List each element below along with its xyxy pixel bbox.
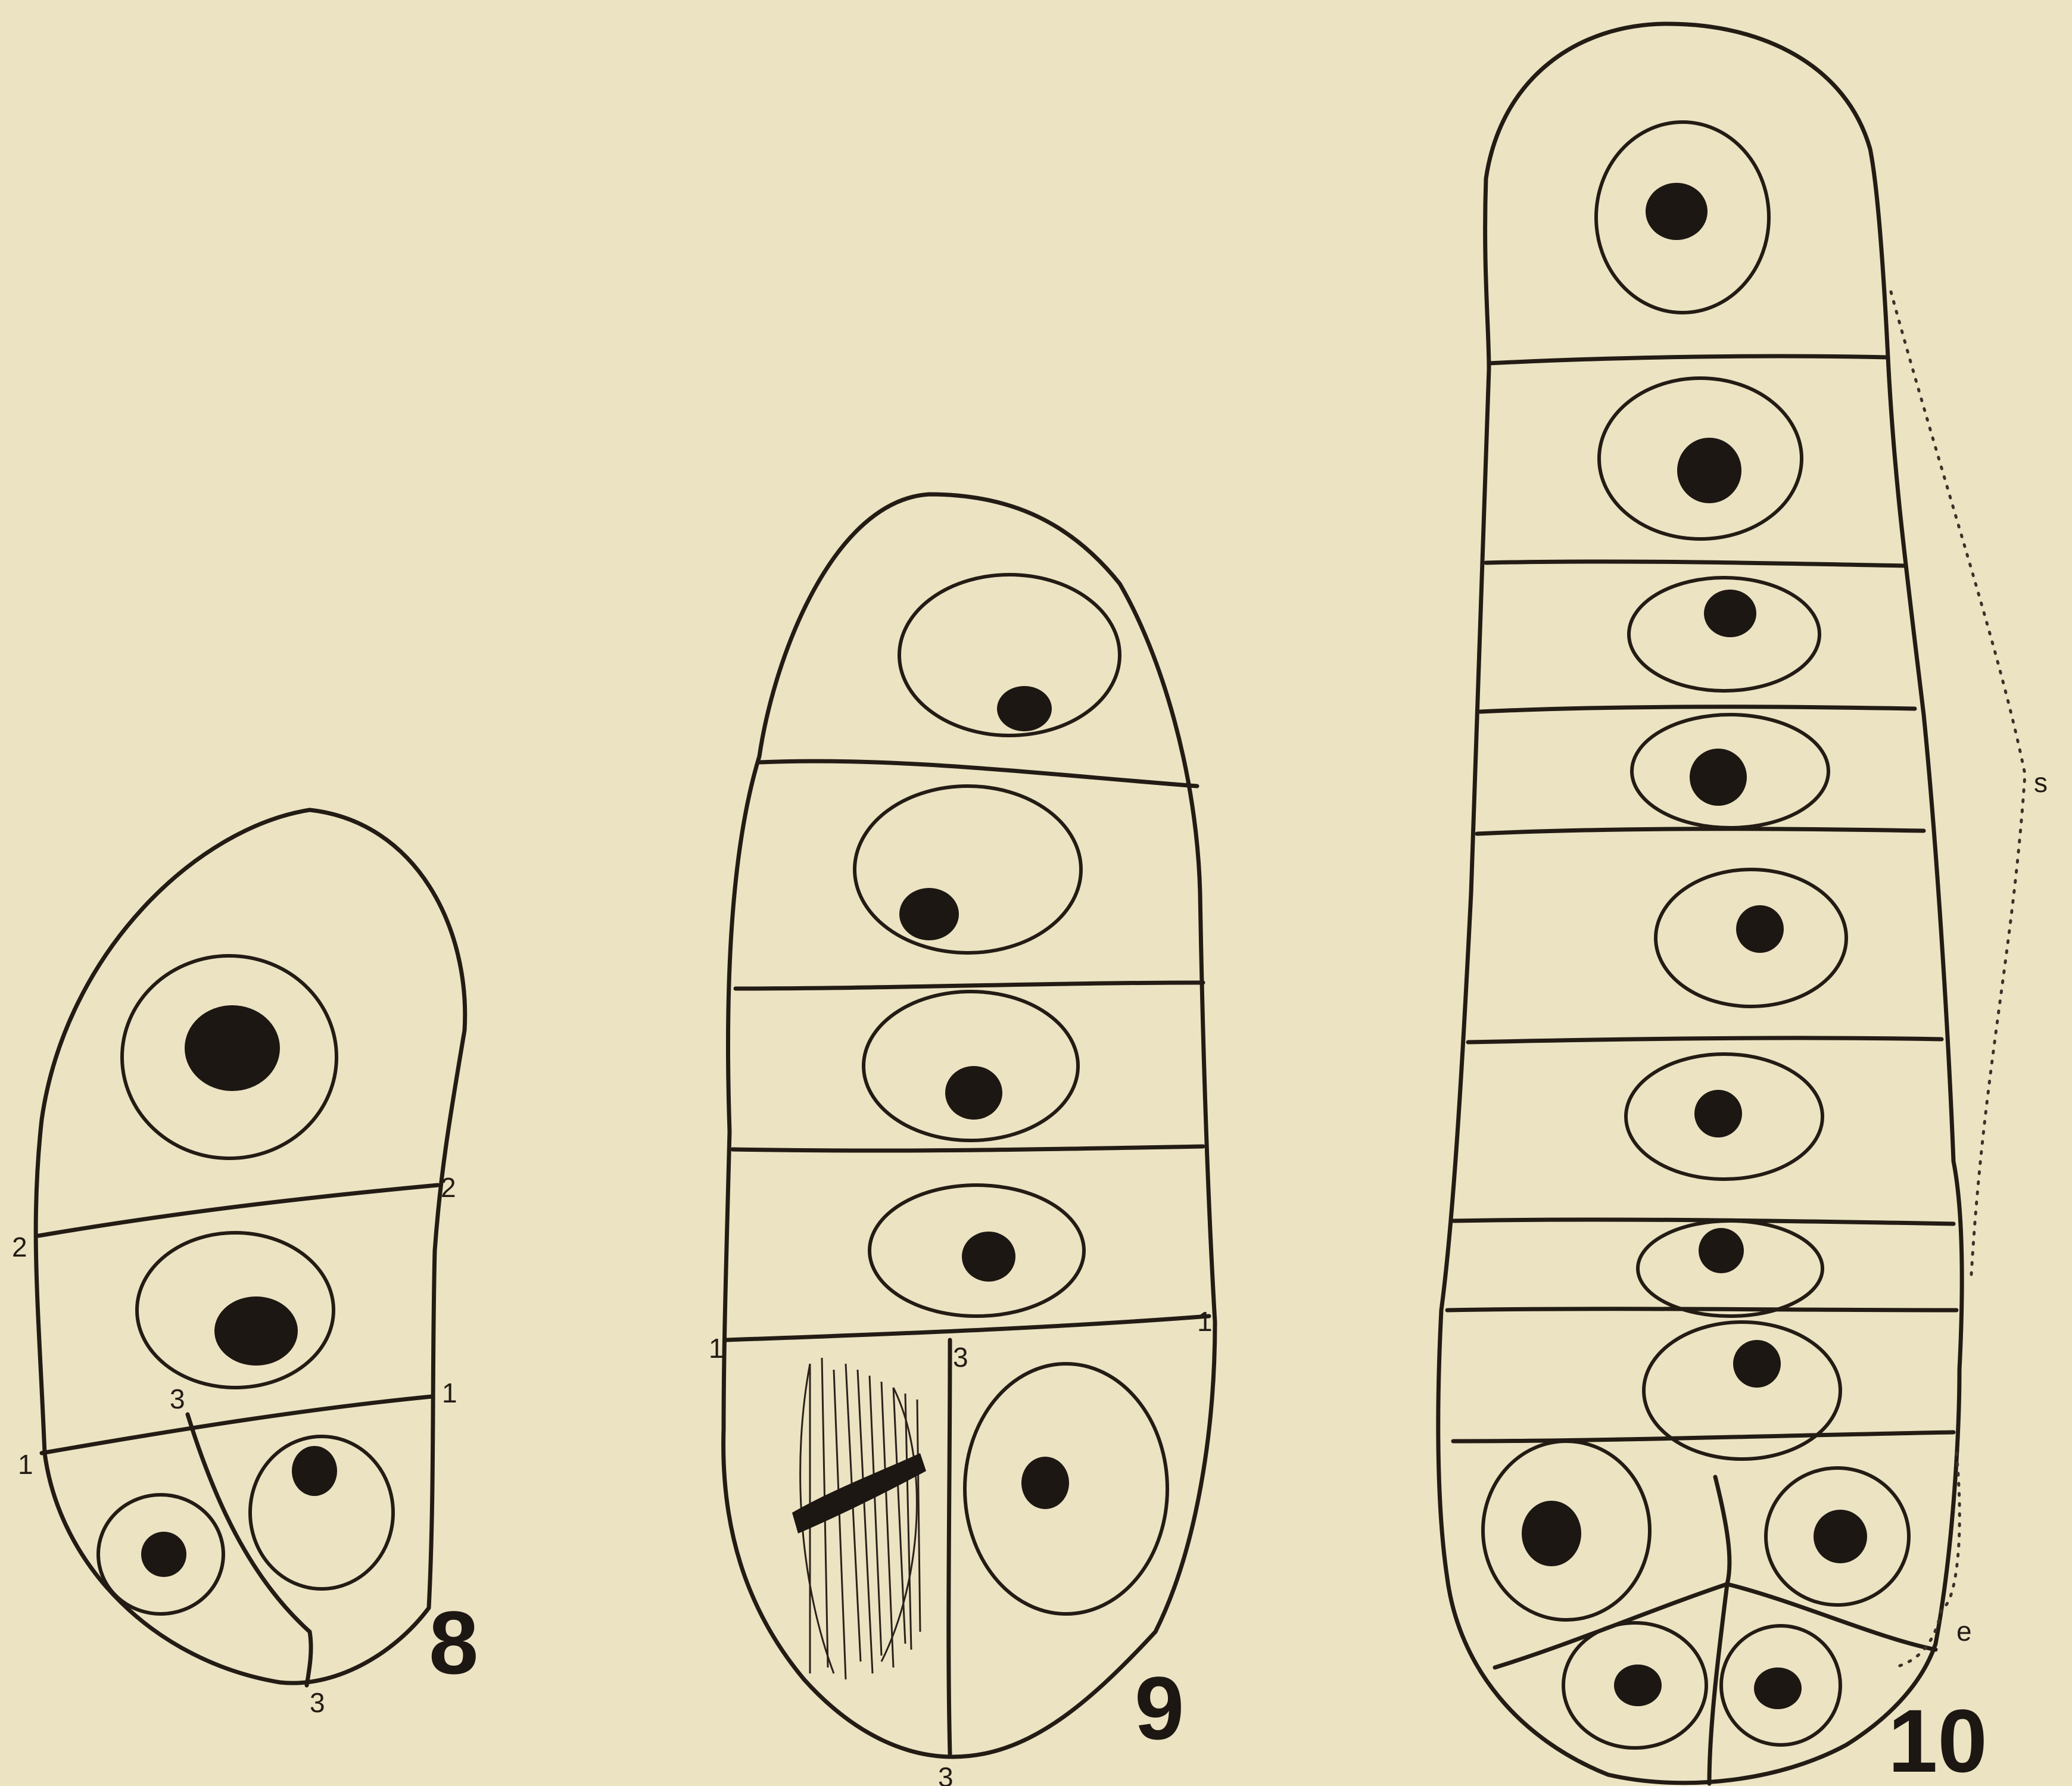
fig10-nucleolus-12 <box>1754 1667 1802 1709</box>
fig9-nucleolus-3 <box>945 1066 1002 1120</box>
fig9-metaphase-plate <box>792 1453 926 1533</box>
fig8-label-2-right: 2 <box>441 1172 456 1203</box>
fig10-wall-2 <box>1486 562 1906 566</box>
fig9-wall-c <box>733 1146 1203 1151</box>
fig8-wall-3 <box>188 1414 311 1685</box>
fig10-nucleolus-10 <box>1814 1510 1867 1563</box>
fig9-number: 9 <box>1135 1658 1184 1758</box>
fig8-number: 8 <box>429 1592 478 1693</box>
fig9-nucleus-2 <box>855 786 1081 953</box>
fig9-wall-1 <box>727 1316 1209 1340</box>
fig9-nucleolus-5 <box>1021 1457 1069 1509</box>
fig8-label-2-left: 2 <box>12 1232 27 1263</box>
fig9-wall-3 <box>949 1340 950 1754</box>
fig8-nucleolus-4 <box>141 1532 186 1577</box>
fig10-wall-3 <box>1480 707 1915 712</box>
fig8-label-1-left: 1 <box>18 1449 33 1480</box>
fig8-wall-1 <box>42 1397 432 1453</box>
fig10-number: 10 <box>1888 1691 1987 1786</box>
fig10-wall-9 <box>1715 1477 1730 1584</box>
fig9-wall-a <box>759 761 1197 786</box>
fig10-nucleolus-9 <box>1522 1501 1581 1566</box>
fig8-label-3-top: 3 <box>170 1383 185 1414</box>
fig10-wall-4 <box>1477 829 1924 834</box>
fig10-label-e: e <box>1956 1616 1972 1647</box>
fig10-label-s: s <box>2034 767 2048 798</box>
fig10-nucleolus-11 <box>1614 1665 1662 1706</box>
fig9-nucleolus-4 <box>962 1232 1015 1282</box>
fig9-label-3-top: 3 <box>953 1342 968 1373</box>
fig10-outline <box>1438 24 1962 1783</box>
fig8-wall-2 <box>39 1185 438 1236</box>
figure-10: s e 10 <box>1438 24 2048 1786</box>
fig9-nucleolus-2 <box>899 888 959 940</box>
fig10-wall-11 <box>1709 1584 1727 1784</box>
fig10-nucleolus-2 <box>1677 438 1741 503</box>
fig8-label-1-right: 1 <box>442 1377 457 1408</box>
figure-8: 2 2 3 1 1 3 8 <box>12 810 478 1718</box>
fig9-wall-b <box>736 983 1203 989</box>
fig9-label-1-right: 1 <box>1197 1306 1213 1337</box>
fig9-nucleolus-1 <box>997 686 1052 731</box>
fig9-label-3-bottom: 3 <box>938 1762 954 1786</box>
fig10-wall-1 <box>1489 356 1888 363</box>
fig10-bracket-s <box>1891 292 2025 1274</box>
fig10-nucleolus-5 <box>1736 905 1784 953</box>
figure-9: 1 3 1 3 9 <box>709 494 1215 1786</box>
fig10-wall-7 <box>1447 1309 1956 1310</box>
fig8-nucleolus-2 <box>214 1296 298 1366</box>
fig10-nucleolus-8 <box>1733 1340 1781 1388</box>
fig8-nucleolus-3 <box>292 1446 337 1496</box>
fig8-label-3-bottom: 3 <box>310 1687 325 1718</box>
fig10-wall-5 <box>1468 1038 1942 1042</box>
fig10-nucleolus-6 <box>1694 1090 1742 1137</box>
fig10-nucleolus-1 <box>1646 183 1708 240</box>
fig9-mitotic-spindle <box>792 1358 926 1679</box>
fig8-nucleolus-1 <box>185 1005 280 1091</box>
fig9-label-1-left: 1 <box>709 1333 724 1364</box>
fig9-outline <box>724 494 1215 1757</box>
fig10-nucleolus-3 <box>1704 590 1756 637</box>
fig10-nucleolus-7 <box>1699 1228 1744 1273</box>
fig10-wall-8 <box>1453 1432 1953 1441</box>
fig8-outline <box>36 810 465 1683</box>
fig10-nucleolus-4 <box>1690 749 1747 806</box>
